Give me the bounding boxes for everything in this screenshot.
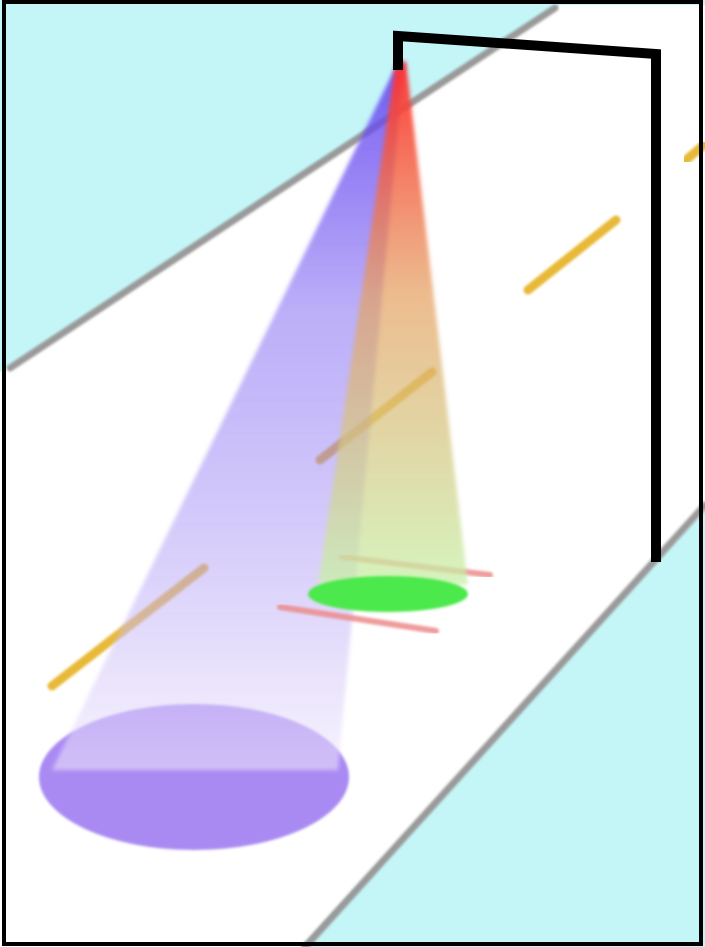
narrow-beam-footprint	[308, 576, 468, 612]
